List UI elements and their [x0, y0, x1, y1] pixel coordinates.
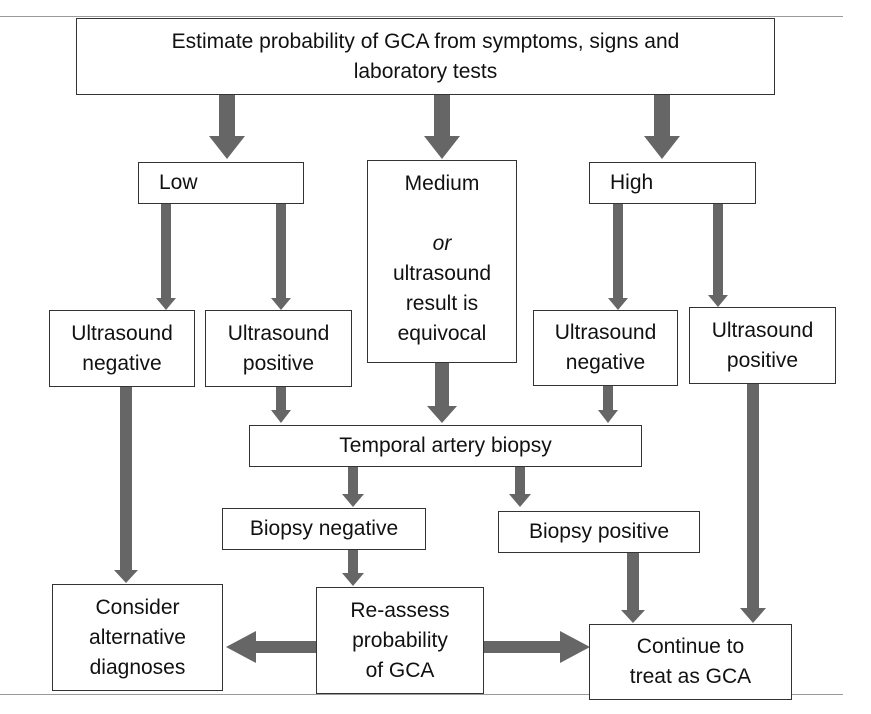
- biopsy-positive-label: Biopsy positive: [528, 520, 670, 543]
- biopsy-positive-box: Biopsy positive: [498, 511, 700, 553]
- low-ultrasound-negative-box: Ultrasound negative: [49, 310, 195, 387]
- biopsy-label: Temporal artery biopsy: [339, 434, 552, 457]
- low-negative-line-1: Ultrasound: [71, 321, 173, 345]
- low-positive-line-1: Ultrasound: [227, 321, 330, 345]
- low-negative-line-2: negative: [82, 351, 162, 375]
- arrow-high-positive-to-treat: [740, 384, 766, 623]
- medium-line-3: or: [432, 232, 452, 255]
- medium-line-4: ultrasound: [392, 262, 492, 285]
- estimate-line-2: laboratory tests: [353, 59, 498, 83]
- high-positive-line-2: positive: [726, 348, 799, 372]
- arrow-biopsy-negative-to-reassess: [342, 549, 364, 586]
- arrow-reassess-to-treat: [484, 631, 590, 663]
- medium-line-6: equivocal: [397, 322, 487, 345]
- high-ultrasound-negative-box: Ultrasound negative: [533, 310, 678, 386]
- estimate-probability-box: Estimate probability of GCA from symptom…: [76, 18, 775, 95]
- arrow-estimate-to-medium: [424, 94, 460, 159]
- arrow-high-negative-to-biopsy: [598, 385, 618, 423]
- alternative-line-2: alternative: [89, 625, 186, 649]
- high-negative-line-2: negative: [565, 351, 646, 374]
- alternative-line-1: Consider: [95, 595, 180, 619]
- low-probability-box: Low: [138, 162, 304, 204]
- high-probability-box: High: [589, 162, 756, 204]
- arrow-low-positive-to-biopsy: [271, 386, 291, 423]
- arrow-medium-to-biopsy: [427, 363, 457, 423]
- arrow-estimate-to-low: [209, 94, 245, 159]
- arrow-biopsy-positive-to-treat: [621, 552, 645, 623]
- alternative-diagnoses-box: Consider alternative diagnoses: [52, 584, 223, 691]
- arrow-reassess-to-alternative: [226, 631, 316, 663]
- high-ultrasound-positive-box: Ultrasound positive: [689, 307, 836, 384]
- medium-probability-box: Medium or ultrasound result is equivocal: [367, 160, 517, 363]
- arrow-high-to-positive: [708, 203, 728, 307]
- treat-line-2: treat as GCA: [629, 665, 752, 688]
- reassess-line-2: probability: [352, 628, 448, 652]
- arrow-biopsy-to-positive: [509, 467, 531, 507]
- estimate-line-1: Estimate probability of GCA from symptom…: [171, 29, 680, 53]
- arrow-low-to-negative: [156, 203, 176, 310]
- reassess-line-3: of GCA: [365, 658, 435, 682]
- arrow-estimate-to-high: [644, 94, 680, 159]
- low-label: Low: [159, 171, 198, 194]
- arrow-high-to-negative: [608, 203, 628, 310]
- arrow-biopsy-to-negative: [342, 467, 364, 507]
- arrow-low-negative-to-alternative: [114, 386, 138, 583]
- temporal-artery-biopsy-box: Temporal artery biopsy: [249, 425, 642, 467]
- reassess-line-1: Re-assess: [350, 598, 450, 622]
- alternative-line-3: diagnoses: [89, 655, 186, 679]
- biopsy-negative-label: Biopsy negative: [249, 517, 399, 540]
- medium-line-5: result is: [405, 292, 479, 315]
- medium-line-1: Medium: [404, 172, 480, 195]
- low-ultrasound-positive-box: Ultrasound positive: [205, 310, 352, 387]
- continue-treat-box: Continue to treat as GCA: [589, 624, 792, 700]
- high-label: High: [610, 171, 654, 194]
- high-positive-line-1: Ultrasound: [711, 318, 814, 342]
- arrow-low-to-positive: [271, 203, 291, 310]
- reassess-probability-box: Re-assess probability of GCA: [316, 587, 484, 694]
- treat-line-1: Continue to: [636, 635, 745, 658]
- high-negative-line-1: Ultrasound: [554, 321, 657, 344]
- top-rule: [0, 16, 843, 17]
- bottom-rule: [0, 694, 843, 695]
- low-positive-line-2: positive: [242, 351, 315, 375]
- biopsy-negative-box: Biopsy negative: [222, 508, 426, 550]
